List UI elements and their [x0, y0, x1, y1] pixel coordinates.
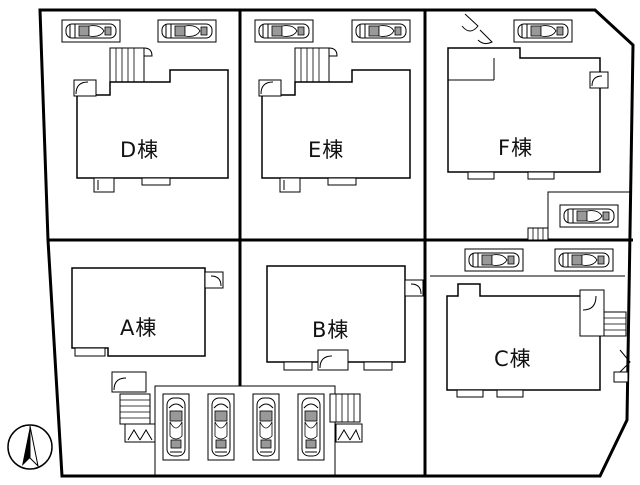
north-arrow-icon [7, 424, 53, 470]
lot-f [447, 13, 632, 241]
lot-c [430, 248, 631, 398]
building-e-label: E棟 [308, 138, 345, 162]
building-c-label: C棟 [494, 347, 532, 371]
site-boundary [38, 8, 635, 478]
lot-e-stairs [294, 47, 338, 83]
lot-d [61, 19, 229, 193]
building-a-label: A棟 [120, 316, 158, 340]
building-f-label: F棟 [498, 136, 534, 160]
lot-d-stairs [109, 47, 153, 83]
lot-e [254, 19, 411, 193]
lot-b [266, 265, 424, 443]
building-d-outline [76, 69, 229, 179]
building-b-label: B棟 [312, 318, 350, 342]
building-d-label: D棟 [120, 138, 160, 162]
building-b-outline [266, 265, 406, 363]
building-e-outline [261, 69, 411, 179]
building-c-outline [446, 283, 601, 391]
building-a-outline [71, 267, 206, 357]
lot-a [71, 267, 336, 477]
